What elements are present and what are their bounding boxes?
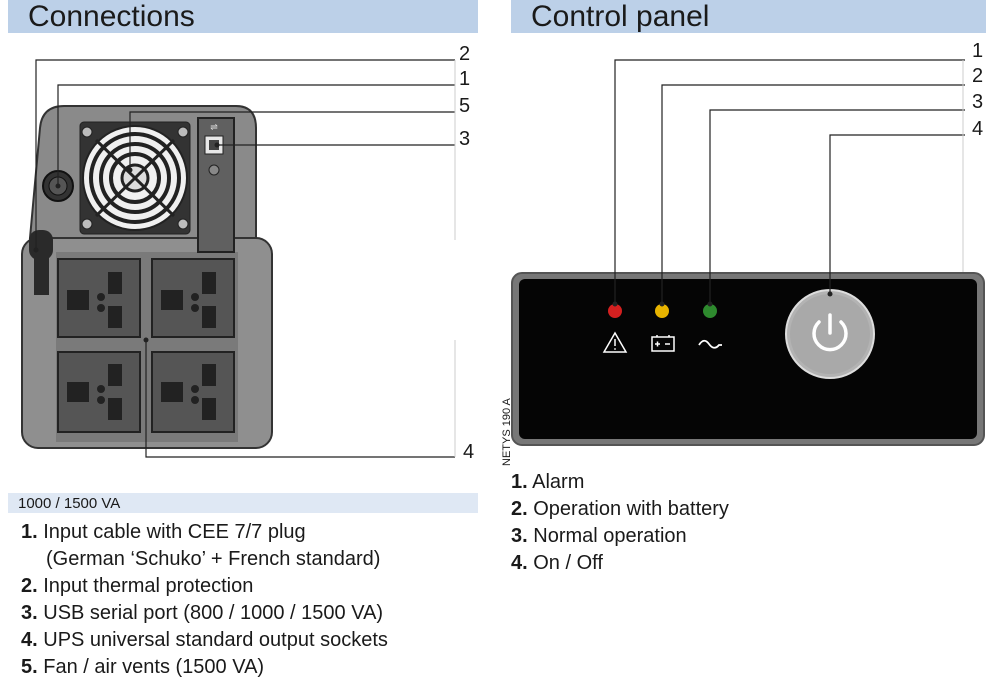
control-panel-leader-dots (612, 291, 833, 307)
callout-connections-4: 4 (463, 441, 474, 463)
callout-connections-2: 2 (459, 43, 470, 65)
legend-item: 1. Alarm (511, 471, 585, 493)
battery-led (655, 304, 669, 318)
ac-sine-icon (698, 339, 722, 349)
power-button[interactable] (785, 289, 875, 379)
callout-connections-5: 5 (459, 95, 470, 117)
control-panel-body (511, 272, 985, 446)
output-sockets (57, 258, 235, 433)
connections-leader-lines (35, 59, 455, 458)
legend-item: 5. Fan / air vents (1500 VA) (21, 656, 265, 678)
callout-panel-2: 2 (972, 65, 983, 87)
socket (151, 258, 235, 338)
callout-connections-1: 1 (459, 68, 470, 90)
connections-leader-dots (33, 142, 220, 343)
model-side-label: NETYS 190 A (501, 397, 513, 466)
legend-item: 2. Input thermal protection (21, 575, 254, 597)
callout-panel-4: 4 (972, 118, 983, 140)
socket (151, 351, 235, 433)
legend-item: 4. On / Off (511, 552, 603, 574)
legend-item: 1. Input cable with CEE 7/7 plug (21, 521, 306, 543)
model-band: 1000 / 1500 VA (8, 493, 478, 513)
power-icon (812, 320, 848, 352)
legend-item: 3. Normal operation (511, 525, 687, 547)
socket (57, 351, 141, 433)
input-cable (29, 230, 53, 295)
control-panel-legend: 1. Alarm 2. Operation with battery 3. No… (511, 469, 729, 577)
model-band-text: 1000 / 1500 VA (18, 495, 121, 512)
callout-panel-3: 3 (972, 91, 983, 113)
fan-vent (79, 121, 191, 235)
connections-title: Connections (28, 0, 195, 33)
legend-item: 2. Operation with battery (511, 498, 729, 520)
connections-legend: 1. Input cable with CEE 7/7 plug (German… (21, 519, 388, 681)
control-panel-title: Control panel (531, 0, 710, 33)
control-panel-leader-lines (614, 59, 965, 304)
legend-item-continuation: (German ‘Schuko’ + French standard) (46, 548, 381, 570)
control-panel-header: Control panel (511, 0, 986, 33)
alarm-led (608, 304, 622, 318)
connections-header: Connections (8, 0, 478, 33)
usb-port-panel: ⇌ (197, 117, 235, 253)
legend-item: 3. USB serial port (800 / 1000 / 1500 VA… (21, 602, 384, 624)
callout-connections-3: 3 (459, 128, 470, 150)
battery-icon (651, 335, 675, 352)
warning-triangle-icon (602, 331, 628, 353)
usb-icon: ⇌ (210, 122, 218, 132)
socket (57, 258, 141, 338)
legend-item: 4. UPS universal standard output sockets (21, 629, 388, 651)
callout-panel-1: 1 (972, 40, 983, 62)
normal-led (703, 304, 717, 318)
